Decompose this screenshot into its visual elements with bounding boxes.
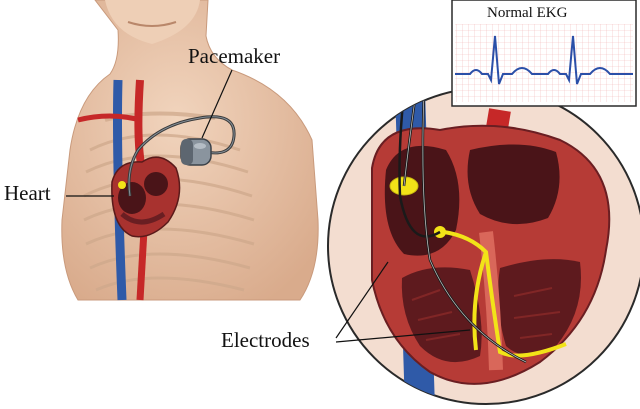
leader-lines bbox=[66, 69, 233, 197]
ekg-panel bbox=[451, 0, 637, 107]
label-pacemaker: Pacemaker bbox=[188, 44, 281, 68]
heart-zoom-view bbox=[327, 87, 640, 405]
ekg-trace-icon bbox=[455, 35, 633, 85]
label-heart: Heart bbox=[4, 181, 51, 205]
label-electrodes: Electrodes bbox=[221, 328, 310, 352]
conduction-system bbox=[443, 230, 567, 358]
ekg-title: Normal EKG bbox=[487, 5, 568, 21]
pacemaker-device-icon bbox=[180, 138, 212, 166]
electrodes-leaders bbox=[335, 261, 471, 343]
pacemaker-lead bbox=[127, 115, 236, 197]
